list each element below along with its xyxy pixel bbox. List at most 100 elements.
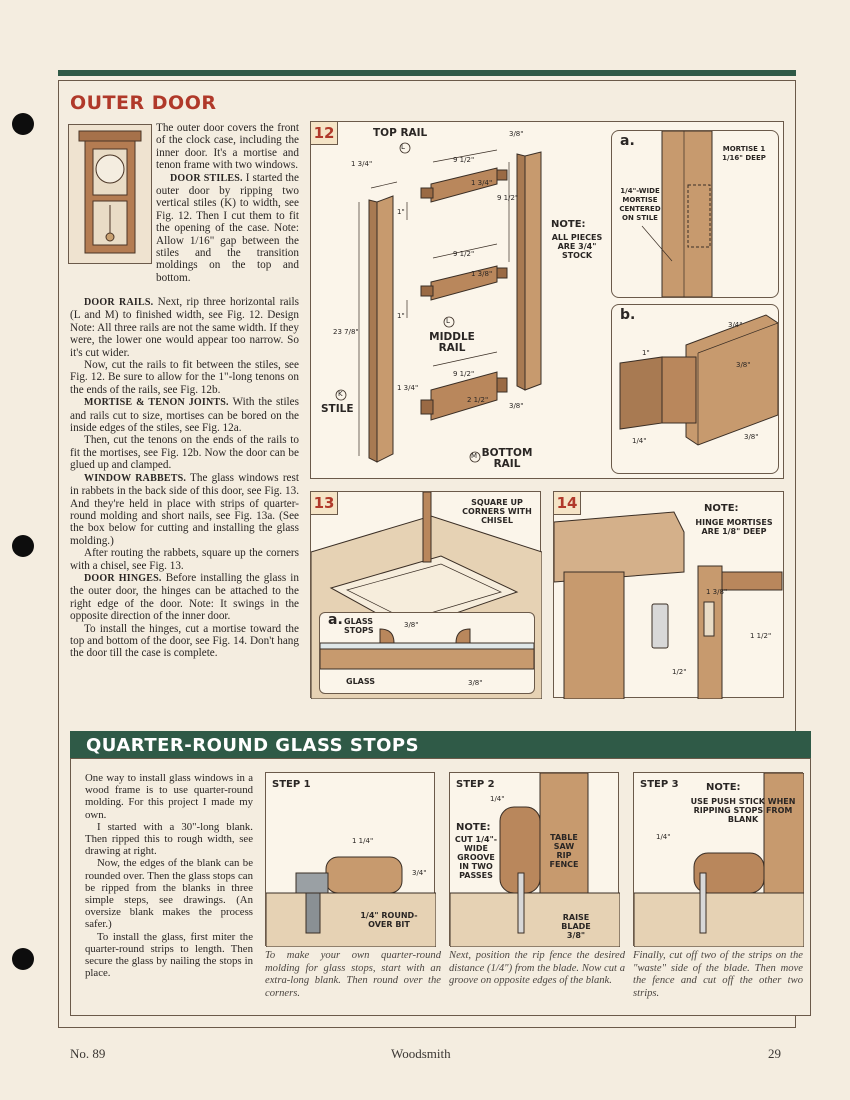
dim-label: 9 1/2" xyxy=(453,250,475,258)
dim-label: 1" xyxy=(397,208,405,216)
label-round-over-bit: 1/4" ROUND-OVER BIT xyxy=(360,911,418,929)
paragraph-5: With the stiles and rails cut to size, m… xyxy=(70,396,299,435)
run-in-window-rabbets: WINDOW RABBETS. xyxy=(84,472,187,484)
footer-issue: No. 89 xyxy=(70,1046,106,1061)
dim-label: 1/4" xyxy=(632,437,647,445)
dim-label: 3/8" xyxy=(468,679,483,687)
label-mortise-depth: MORTISE 1 1/16" DEEP xyxy=(722,145,766,162)
top-rule xyxy=(58,70,796,76)
subfigure-letter: a. xyxy=(620,133,635,149)
note-text: HINGE MORTISES ARE 1/8" DEEP xyxy=(695,518,773,536)
figure-12-drawing xyxy=(335,142,542,463)
label-square-corners: SQUARE UP CORNERS WITH CHISEL xyxy=(462,498,532,525)
dim-label: 3/8" xyxy=(736,361,751,369)
paragraph-3: Next, rip three horizontal rails (L and … xyxy=(70,296,299,359)
dim-label: 3/8" xyxy=(509,130,524,138)
note-text: CUT 1/4"-WIDE GROOVE IN TWO PASSES xyxy=(454,835,498,880)
dim-label: 3/8" xyxy=(404,621,419,629)
paragraph-6: Then, cut the tenons on the ends of the … xyxy=(70,434,299,472)
dim-label: 9 1/2" xyxy=(497,194,519,202)
footer-page-number: 29 xyxy=(768,1046,781,1061)
note-title: NOTE: xyxy=(456,822,491,833)
figure-13a: a. GLASS STOPS GLASS 3/8" 3/8" xyxy=(319,612,535,694)
body-text-top: The outer door covers the front of the c… xyxy=(156,122,299,284)
paragraph-7: The glass windows rest in rabbets in the… xyxy=(70,471,299,547)
note-title: NOTE: xyxy=(704,503,739,514)
label-glass-stops: GLASS STOPS xyxy=(344,617,374,635)
paragraph-9: Before installing the glass in the outer… xyxy=(70,571,299,623)
note-title: NOTE: xyxy=(706,782,741,793)
box-paragraph: Now, the edges of the blank can be round… xyxy=(85,857,253,931)
dim-label: 1 3/4" xyxy=(351,160,373,168)
step-2-caption: Next, position the rip fence the desired… xyxy=(449,950,625,986)
label-mortise-width: 1/4"-WIDE MORTISE CENTERED ON STILE xyxy=(619,187,661,222)
dim-label: 1 3/8" xyxy=(706,588,728,596)
article-frame xyxy=(58,80,796,1028)
subfigure-letter: a. xyxy=(328,612,343,628)
dim-label: 1" xyxy=(397,312,405,320)
part-letter-m: M xyxy=(471,452,478,460)
figure-number: 13 xyxy=(311,492,338,515)
run-in-door-hinges: DOOR HINGES. xyxy=(84,572,162,584)
box-paragraph: I started with a 30"-long blank. Then ri… xyxy=(85,820,253,858)
clock-thumbnail xyxy=(68,124,152,264)
note-text: ALL PIECES ARE 3/4" STOCK xyxy=(551,233,603,260)
figure-12b: b. 3/4" 1" 3/8" 1/4" 3/8" xyxy=(611,304,779,474)
run-in-mortise-tenon: MORTISE & TENON JOINTS. xyxy=(84,397,229,409)
part-letter-l-2: L xyxy=(446,317,450,325)
label-glass: GLASS xyxy=(346,677,376,686)
step-3-caption: Finally, cut off two of the strips on th… xyxy=(633,950,803,999)
dim-label: 1/2" xyxy=(672,668,687,676)
box-paragraph: One way to install glass windows in a wo… xyxy=(85,772,253,821)
paragraph-1: The outer door covers the front of the c… xyxy=(156,122,299,172)
dim-label: 3/4" xyxy=(412,869,427,877)
step-3-figure: STEP 3 NOTE: USE PUSH STICK WHEN RIPPING… xyxy=(633,772,804,947)
run-in-door-rails: DOOR RAILS. xyxy=(84,297,154,308)
dim-label: 1 3/4" xyxy=(471,179,493,187)
dim-label: 3/4" xyxy=(728,321,743,329)
box-header: QUARTER-ROUND GLASS STOPS xyxy=(70,731,811,758)
dim-label: 3/8" xyxy=(744,433,759,441)
subfigure-letter: b. xyxy=(620,307,636,323)
figure-14: 14 NOTE: HINGE MORTISES ARE 1/8" DEEP 1 … xyxy=(553,491,784,699)
label-top-rail: TOP RAIL xyxy=(373,127,428,139)
run-in-door-stiles: DOOR STILES. xyxy=(170,172,243,184)
dim-label: 1 3/8" xyxy=(471,270,493,278)
paragraph-10: To install the hinges, cut a mortise tow… xyxy=(70,622,299,660)
body-text-bottom: DOOR RAILS. Next, rip three horizontal r… xyxy=(70,296,299,660)
binder-hole xyxy=(12,113,34,135)
dim-label: 1 1/4" xyxy=(352,837,374,845)
step-label: STEP 3 xyxy=(640,779,679,790)
dim-label: 1 3/4" xyxy=(397,384,419,392)
step-1-figure: STEP 1 1 1/4" 3/4" 1/4" ROUND-OVER BIT xyxy=(265,772,436,947)
note-text: USE PUSH STICK WHEN RIPPING STOPS FROM B… xyxy=(690,797,796,824)
figure-number: 14 xyxy=(554,492,581,515)
binder-hole xyxy=(12,948,34,970)
label-raise-blade: RAISE BLADE 3/8" xyxy=(561,913,591,940)
paragraph-8: After routing the rabbets, square up the… xyxy=(70,547,299,572)
figure-number: 12 xyxy=(311,122,338,145)
footer-magazine: Woodsmith xyxy=(391,1046,451,1061)
figure-12: 12 xyxy=(310,121,784,479)
dim-label: 9 1/2" xyxy=(453,156,475,164)
dim-label: 1" xyxy=(642,349,650,357)
dim-label: 23 7/8" xyxy=(333,328,359,336)
step-2-figure: STEP 2 1/4" NOTE: CUT 1/4"-WIDE GROOVE I… xyxy=(449,772,620,947)
label-stile: STILE xyxy=(321,403,354,415)
step-1-caption: To make your own quarter-round molding f… xyxy=(265,950,441,999)
figure-13: 13 SQUARE UP CORNERS WITH CHISEL a. GLAS… xyxy=(310,491,542,699)
label-bottom-rail: BOTTOM RAIL xyxy=(481,447,533,470)
dim-label: 3/8" xyxy=(509,402,524,410)
part-letter-k: K xyxy=(338,390,343,398)
box-paragraph: To install the glass, first miter the qu… xyxy=(85,930,253,980)
part-letter-l: L xyxy=(401,143,405,151)
dim-label: 1/4" xyxy=(490,795,505,803)
box-title: QUARTER-ROUND GLASS STOPS xyxy=(86,735,420,756)
binder-hole xyxy=(12,535,34,557)
section-title: OUTER DOOR xyxy=(70,92,217,114)
dim-label: 2 1/2" xyxy=(467,396,489,404)
note-title: NOTE: xyxy=(551,219,586,230)
figure-12a: a. MORTISE 1 1/16" DEEP 1/4"-WIDE MORTIS… xyxy=(611,130,779,298)
paragraph-4: Now, cut the rails to fit between the st… xyxy=(70,359,299,396)
step-label: STEP 1 xyxy=(272,779,311,790)
